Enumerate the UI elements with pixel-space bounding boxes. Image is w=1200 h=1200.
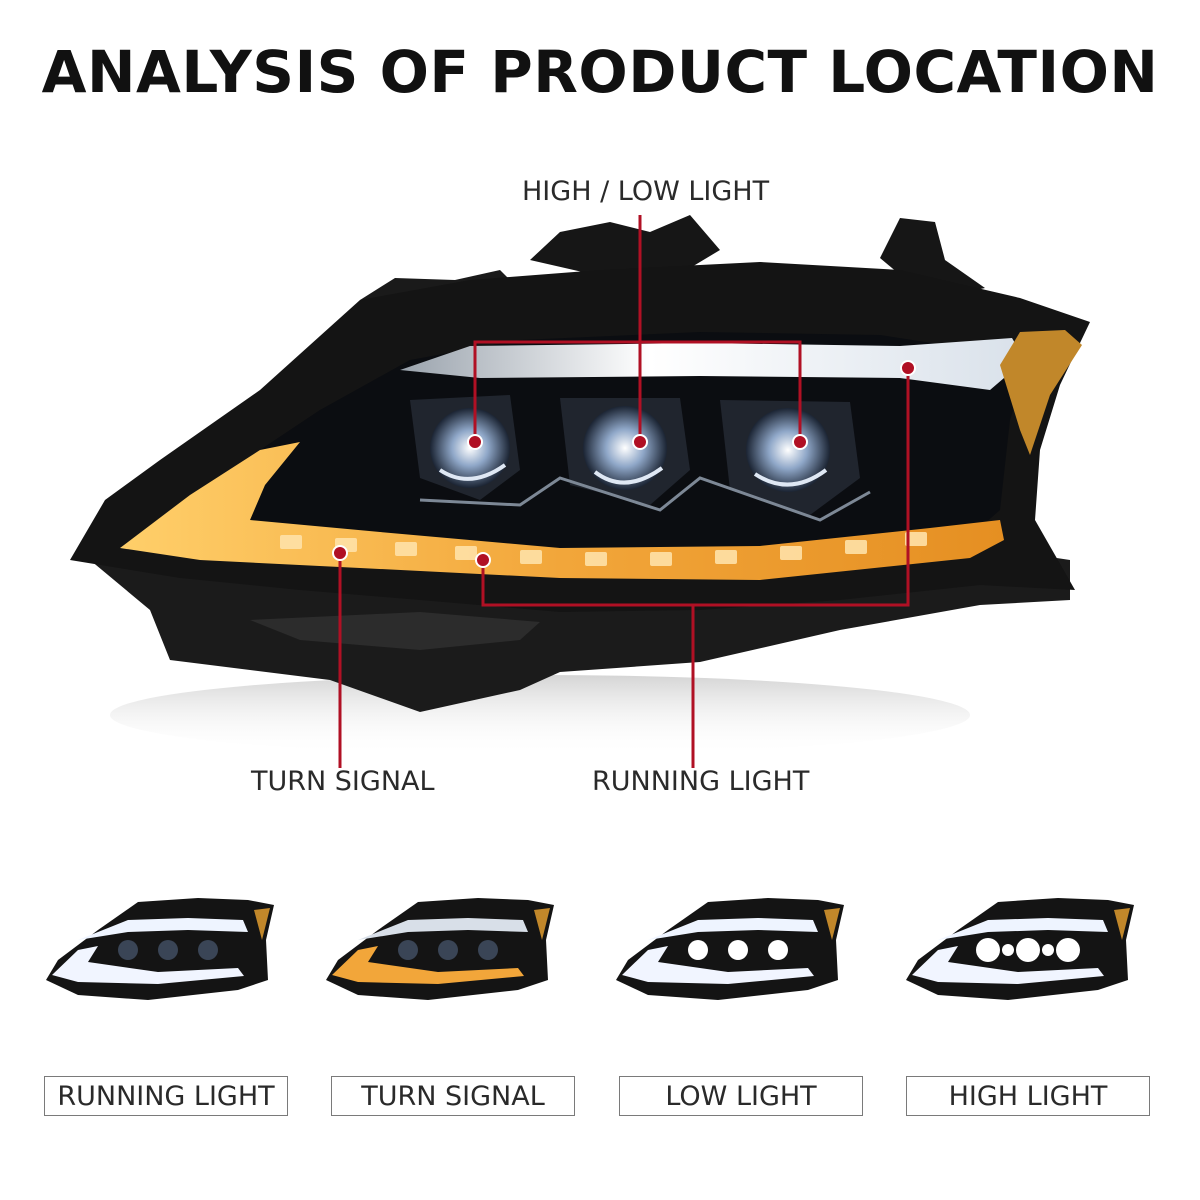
thumbnail-low-light xyxy=(608,880,848,1020)
projector-lens-2 xyxy=(583,406,667,490)
marker-dot xyxy=(467,434,483,450)
callout-line-running xyxy=(481,368,910,607)
headlight-illustration xyxy=(70,215,1090,768)
callout-label-high-low: HIGH / LOW LIGHT xyxy=(522,176,770,207)
marker-dot xyxy=(332,545,348,561)
headlight-thumbnail xyxy=(326,898,554,1000)
marker-dot xyxy=(792,434,808,450)
page-title: ANALYSIS OF PRODUCT LOCATION xyxy=(41,38,1159,106)
mode-label-running-light: RUNNING LIGHT xyxy=(44,1076,288,1116)
headlight-thumbnail xyxy=(46,898,274,1000)
top-drl-bar xyxy=(400,338,1025,390)
thumbnail-turn-signal xyxy=(318,880,558,1020)
headlight-thumbnail xyxy=(906,898,1134,1000)
headlight-thumbnail xyxy=(616,898,844,1000)
callout-label-running-light: RUNNING LIGHT xyxy=(592,766,810,797)
mode-label-low-light: LOW LIGHT xyxy=(619,1076,863,1116)
mode-label-high-light: HIGH LIGHT xyxy=(906,1076,1150,1116)
projector-lens-3 xyxy=(746,408,830,492)
thumbnail-high-light xyxy=(898,880,1138,1020)
marker-dot xyxy=(900,360,916,376)
marker-dot xyxy=(475,552,491,568)
marker-dot xyxy=(632,434,648,450)
callout-label-turn-signal: TURN SIGNAL xyxy=(251,766,435,797)
mode-label-turn-signal: TURN SIGNAL xyxy=(331,1076,575,1116)
thumbnail-running-light xyxy=(38,880,278,1020)
mount-bracket xyxy=(530,215,720,276)
callout-bracket-high-low xyxy=(473,340,802,440)
floor-reflection xyxy=(110,675,970,755)
